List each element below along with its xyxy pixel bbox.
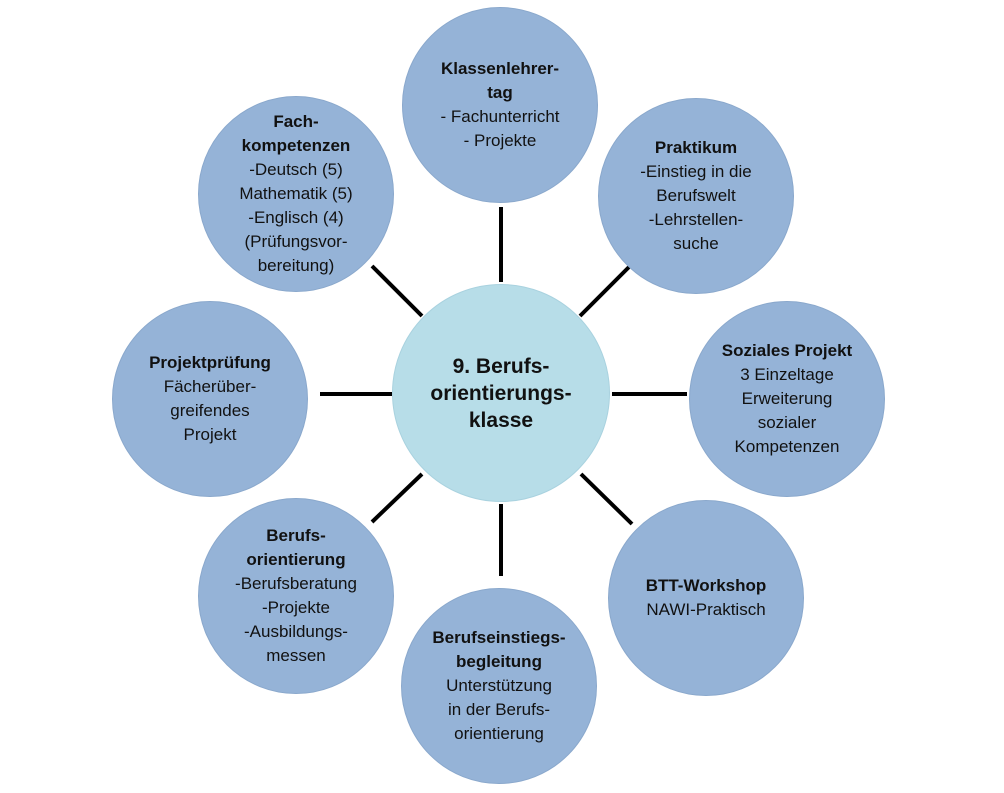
node-berufsorientierung: Berufs- orientierung -Berufsberatung -Pr… <box>198 498 394 694</box>
connector-botright <box>579 472 634 526</box>
node-text: -Berufsberatung <box>235 574 357 593</box>
node-text: greifendes <box>170 401 250 420</box>
node-text: Unterstützung <box>446 676 552 695</box>
node-text: Projekt <box>183 425 237 444</box>
center-title: 9. Berufs- orientierungs- klasse <box>430 354 572 432</box>
node-text: -Einstieg in die <box>640 162 752 181</box>
node-title: Projektprüfung <box>149 353 271 372</box>
node-title: Berufs- orientierung <box>246 526 346 569</box>
node-text: -Englisch (4) <box>248 208 344 227</box>
connector-topright <box>578 264 632 318</box>
node-text: orientierung <box>454 724 544 743</box>
node-title: Soziales Projekt <box>721 341 853 360</box>
node-text: bereitung) <box>257 256 335 275</box>
node-text: NAWI-Praktisch <box>646 600 766 619</box>
node-text: -Lehrstellen- <box>648 210 744 229</box>
node-projektpruefung: Projektprüfung Fächerüber- greifendes Pr… <box>112 301 308 497</box>
node-praktikum: Praktikum -Einstieg in die Berufswelt -L… <box>598 98 794 294</box>
node-title: Fach- kompetenzen <box>241 112 351 155</box>
node-title: Berufseinstiegs- begleitung <box>432 628 566 671</box>
node-berufseinstiegsbegleitung: Berufseinstiegs- begleitung Unterstützun… <box>401 588 597 784</box>
connector-topleft <box>370 264 424 318</box>
node-text: (Prüfungsvor- <box>244 232 348 251</box>
node-btt-workshop: BTT-Workshop NAWI-Praktisch <box>608 500 804 696</box>
node-text: -Deutsch (5) <box>249 160 343 179</box>
center-node: 9. Berufs- orientierungs- klasse <box>392 284 610 502</box>
connector-botleft <box>370 472 424 524</box>
node-text: messen <box>266 646 326 665</box>
node-text: suche <box>673 234 719 253</box>
node-text: - Fachunterricht <box>440 107 560 126</box>
node-text: Berufswelt <box>656 186 736 205</box>
node-text: -Ausbildungs- <box>244 622 348 641</box>
node-title: Klassenlehrer- tag <box>440 59 560 102</box>
node-text: Fächerüber- <box>163 377 257 396</box>
node-text: - Projekte <box>463 131 537 150</box>
node-klassenlehrertag: Klassenlehrer- tag - Fachunterricht - Pr… <box>402 7 598 203</box>
node-text: -Projekte <box>261 598 331 617</box>
node-title: BTT-Workshop <box>645 576 767 595</box>
node-text: 3 Einzeltage <box>740 365 834 384</box>
node-soziales-projekt: Soziales Projekt 3 Einzeltage Erweiterun… <box>689 301 885 497</box>
node-text: Kompetenzen <box>734 437 840 456</box>
node-text: Erweiterung <box>741 389 833 408</box>
node-text: in der Berufs- <box>447 700 551 719</box>
node-fachkompetenzen: Fach- kompetenzen -Deutsch (5) Mathemati… <box>198 96 394 292</box>
node-title: Praktikum <box>654 138 738 157</box>
node-text: Mathematik (5) <box>239 184 353 203</box>
node-text: sozialer <box>757 413 817 432</box>
